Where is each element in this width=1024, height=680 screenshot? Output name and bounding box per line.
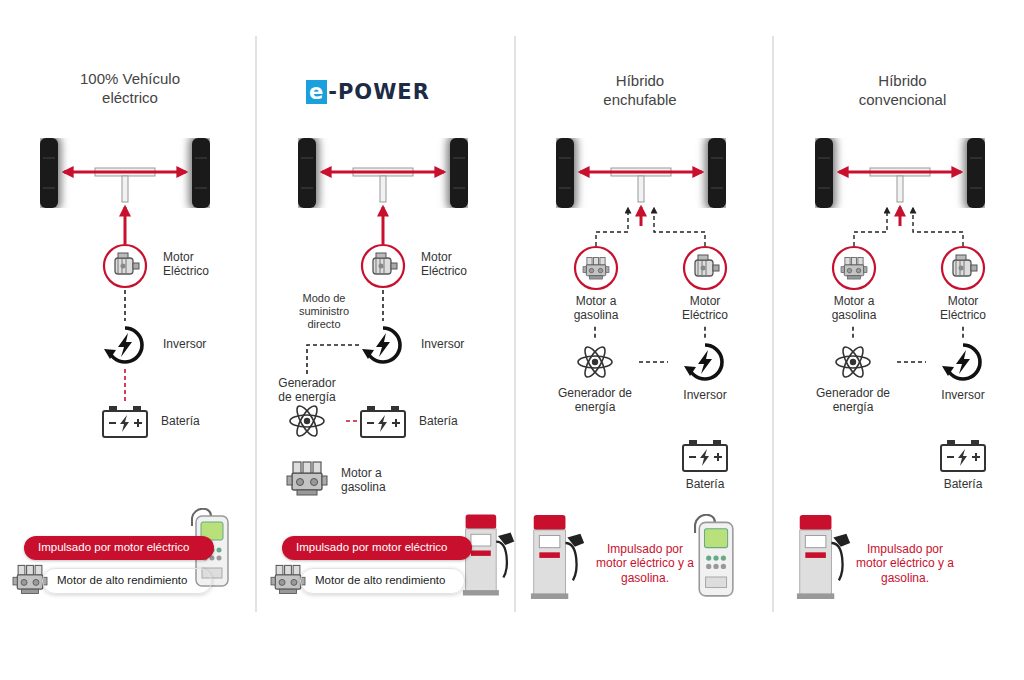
- component-label: Generador de energía: [813, 386, 893, 415]
- component-label: Motor a gasolina: [561, 294, 631, 323]
- energy-link: [852, 327, 854, 340]
- energy-link: [382, 290, 384, 321]
- component-label: Motor de alto rendimiento: [57, 574, 197, 588]
- energy-link: [639, 361, 668, 363]
- component-label: Motor Eléctrico: [163, 250, 227, 279]
- energy-link: [704, 327, 706, 338]
- panel-heading: Híbrido convencional: [840, 72, 965, 110]
- component-node: Motor Eléctrico: [928, 246, 1000, 325]
- component-label: Impulsado por motor eléctrico: [38, 541, 200, 555]
- component-node: Batería: [359, 403, 491, 439]
- component-node: Inversor: [670, 340, 742, 404]
- component-node: Motor a gasolina: [285, 458, 403, 498]
- component-node: Batería: [101, 403, 233, 439]
- component-label: Batería: [419, 414, 489, 428]
- component-label: Motor Eléctrico: [670, 294, 740, 323]
- component-label: Inversor: [670, 388, 740, 402]
- component-node: Generador de energía: [272, 376, 344, 442]
- component-icons: [103, 245, 985, 495]
- component-label: Generador de energía: [272, 376, 342, 405]
- drive-band: Impulsado por motor eléctrico: [24, 536, 214, 560]
- component-node: Inversor: [103, 323, 235, 367]
- component-label: Inversor: [163, 337, 233, 351]
- component-label: Batería: [928, 477, 998, 491]
- component-label: Inversor: [421, 337, 491, 351]
- component-label: Motor a gasolina: [341, 466, 401, 495]
- component-label: Batería: [670, 477, 740, 491]
- energy-link: [307, 345, 359, 374]
- panel-heading: e-POWER: [306, 82, 466, 103]
- energy-link: [594, 327, 596, 340]
- component-node: Motor a gasolina: [561, 246, 633, 325]
- component-node: Generador de energía: [813, 342, 895, 417]
- drive-note: Impulsado por motor eléctrico y a gasoli…: [590, 542, 700, 585]
- component-node: Inversor: [928, 340, 1000, 404]
- component-node: Batería: [670, 437, 742, 493]
- drive-band: Motor de alto rendimiento: [42, 568, 212, 594]
- panel-heading: Híbrido enchufable: [585, 72, 695, 110]
- component-label: Batería: [161, 414, 231, 428]
- energy-link: [124, 290, 126, 321]
- edge-label: Modo de suministro directo: [282, 292, 366, 332]
- component-label: Motor de alto rendimiento: [315, 574, 450, 588]
- panel-separators: [256, 36, 773, 612]
- component-label: Motor a gasolina: [819, 294, 889, 323]
- axles: [37, 135, 988, 211]
- energy-link: [124, 369, 126, 401]
- station-icons: [13, 509, 850, 599]
- component-label: Motor Eléctrico: [928, 294, 998, 323]
- energy-link: [897, 361, 926, 363]
- component-node: Motor Eléctrico: [361, 244, 487, 288]
- component-label: Impulsado por motor eléctrico: [296, 541, 458, 555]
- component-node: Motor Eléctrico: [103, 244, 229, 288]
- energy-link: [962, 327, 964, 338]
- drive-note: Impulsado por motor eléctrico y a gasoli…: [850, 542, 960, 585]
- drive-band: Impulsado por motor eléctrico: [282, 536, 472, 560]
- drive-arrows: [125, 207, 963, 246]
- component-node: Batería: [928, 437, 1000, 493]
- component-label: Motor Eléctrico: [421, 250, 485, 279]
- component-node: Inversor: [361, 323, 493, 367]
- drive-band: Motor de alto rendimiento: [300, 568, 465, 594]
- component-node: Motor a gasolina: [819, 246, 891, 325]
- panel-heading: 100% Vehículo eléctrico: [55, 70, 205, 108]
- energy-link: [346, 420, 357, 422]
- component-node: Generador de energía: [555, 342, 637, 417]
- component-label: Inversor: [928, 388, 998, 402]
- component-label: Generador de energía: [555, 386, 635, 415]
- component-node: Motor Eléctrico: [670, 246, 742, 325]
